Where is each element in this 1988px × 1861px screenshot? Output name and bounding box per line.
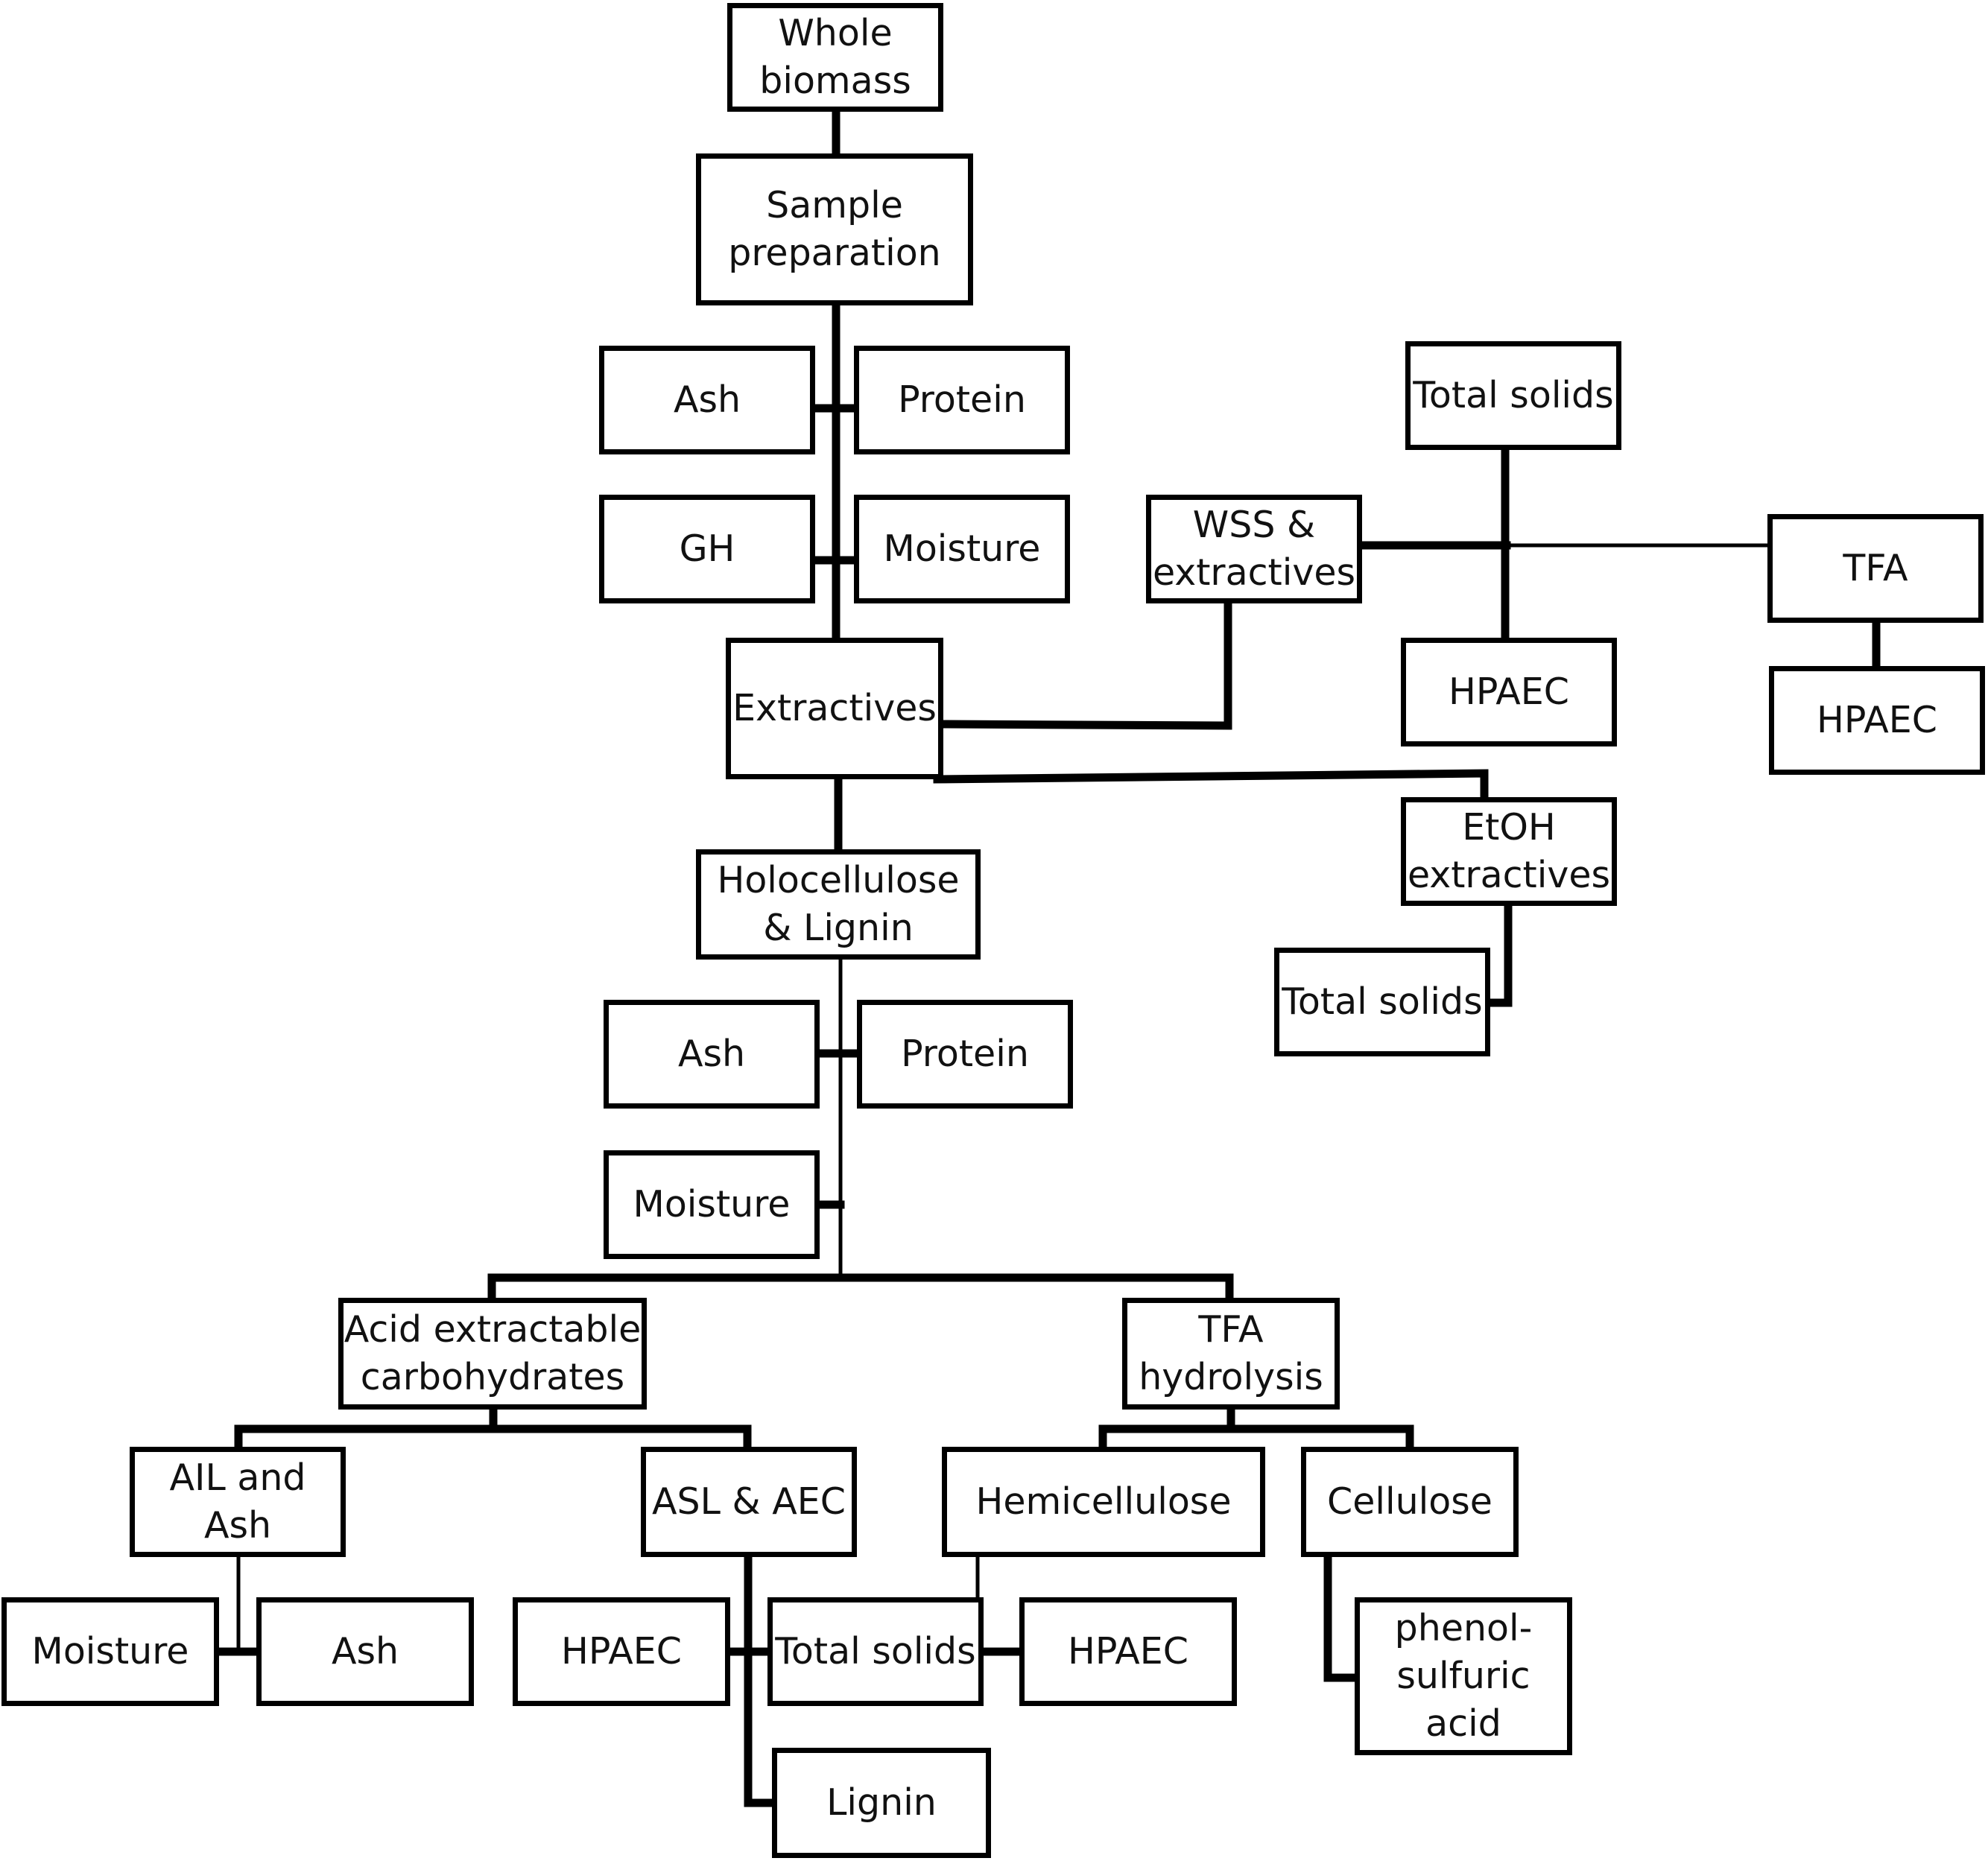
node-lignin: Lignin	[772, 1748, 991, 1858]
node-phenol-sulfuric-acid: phenol- sulfuric acid	[1355, 1597, 1572, 1755]
node-acid-extractable-carbohydrates: Acid extractable carbohydrates	[338, 1298, 647, 1410]
node-wss-extractives: WSS & extractives	[1146, 495, 1362, 603]
node-ash-3: Ash	[256, 1597, 474, 1706]
node-hpaec-4: HPAEC	[1019, 1597, 1237, 1706]
node-extractives: Extractives	[726, 638, 943, 779]
node-cellulose: Cellulose	[1301, 1447, 1519, 1557]
node-hpaec-3: HPAEC	[513, 1597, 730, 1706]
node-moisture-1: Moisture	[854, 495, 1070, 603]
node-protein-2: Protein	[857, 1000, 1073, 1109]
node-tfa-hydrolysis: TFA hydrolysis	[1122, 1298, 1340, 1410]
node-total-solids-2: Total solids	[1274, 948, 1490, 1056]
node-total-solids-3: Total solids	[767, 1597, 984, 1706]
connector-tfa-split-bar	[1098, 1424, 1414, 1453]
connector-asl-down	[744, 1553, 778, 1807]
node-tfa-1: TFA	[1767, 514, 1984, 623]
node-etoh-extractives: EtOH extractives	[1401, 797, 1617, 906]
node-hpaec-1: HPAEC	[1401, 638, 1617, 746]
node-sample-preparation: Sample preparation	[696, 153, 973, 305]
connector-cellulose-to-phenol	[1323, 1553, 1361, 1682]
node-moisture-2: Moisture	[604, 1150, 820, 1259]
connector-split-acid-tfa	[487, 1273, 1234, 1305]
node-protein-1: Protein	[854, 346, 1070, 454]
node-gh: GH	[599, 495, 815, 603]
node-total-solids-1: Total solids	[1405, 341, 1621, 450]
connector-acid-split-bar	[234, 1424, 752, 1453]
node-holocellulose-lignin: Holocellulose & Lignin	[696, 849, 981, 960]
connector-extractives-to-wss	[936, 599, 1232, 730]
node-hpaec-2: HPAEC	[1769, 666, 1985, 775]
node-ash-1: Ash	[599, 346, 815, 454]
node-moisture-3: Moisture	[1, 1597, 219, 1706]
node-ail-and-ash: AIL and Ash	[130, 1447, 346, 1557]
node-asl-aec: ASL & AEC	[641, 1447, 857, 1557]
node-ash-2: Ash	[604, 1000, 820, 1109]
connector-extractives-to-etoh	[933, 769, 1489, 803]
node-whole-biomass: Whole biomass	[727, 3, 943, 112]
node-hemicellulose: Hemicellulose	[942, 1447, 1265, 1557]
connector-etoh-to-total-solids	[1481, 900, 1513, 1007]
